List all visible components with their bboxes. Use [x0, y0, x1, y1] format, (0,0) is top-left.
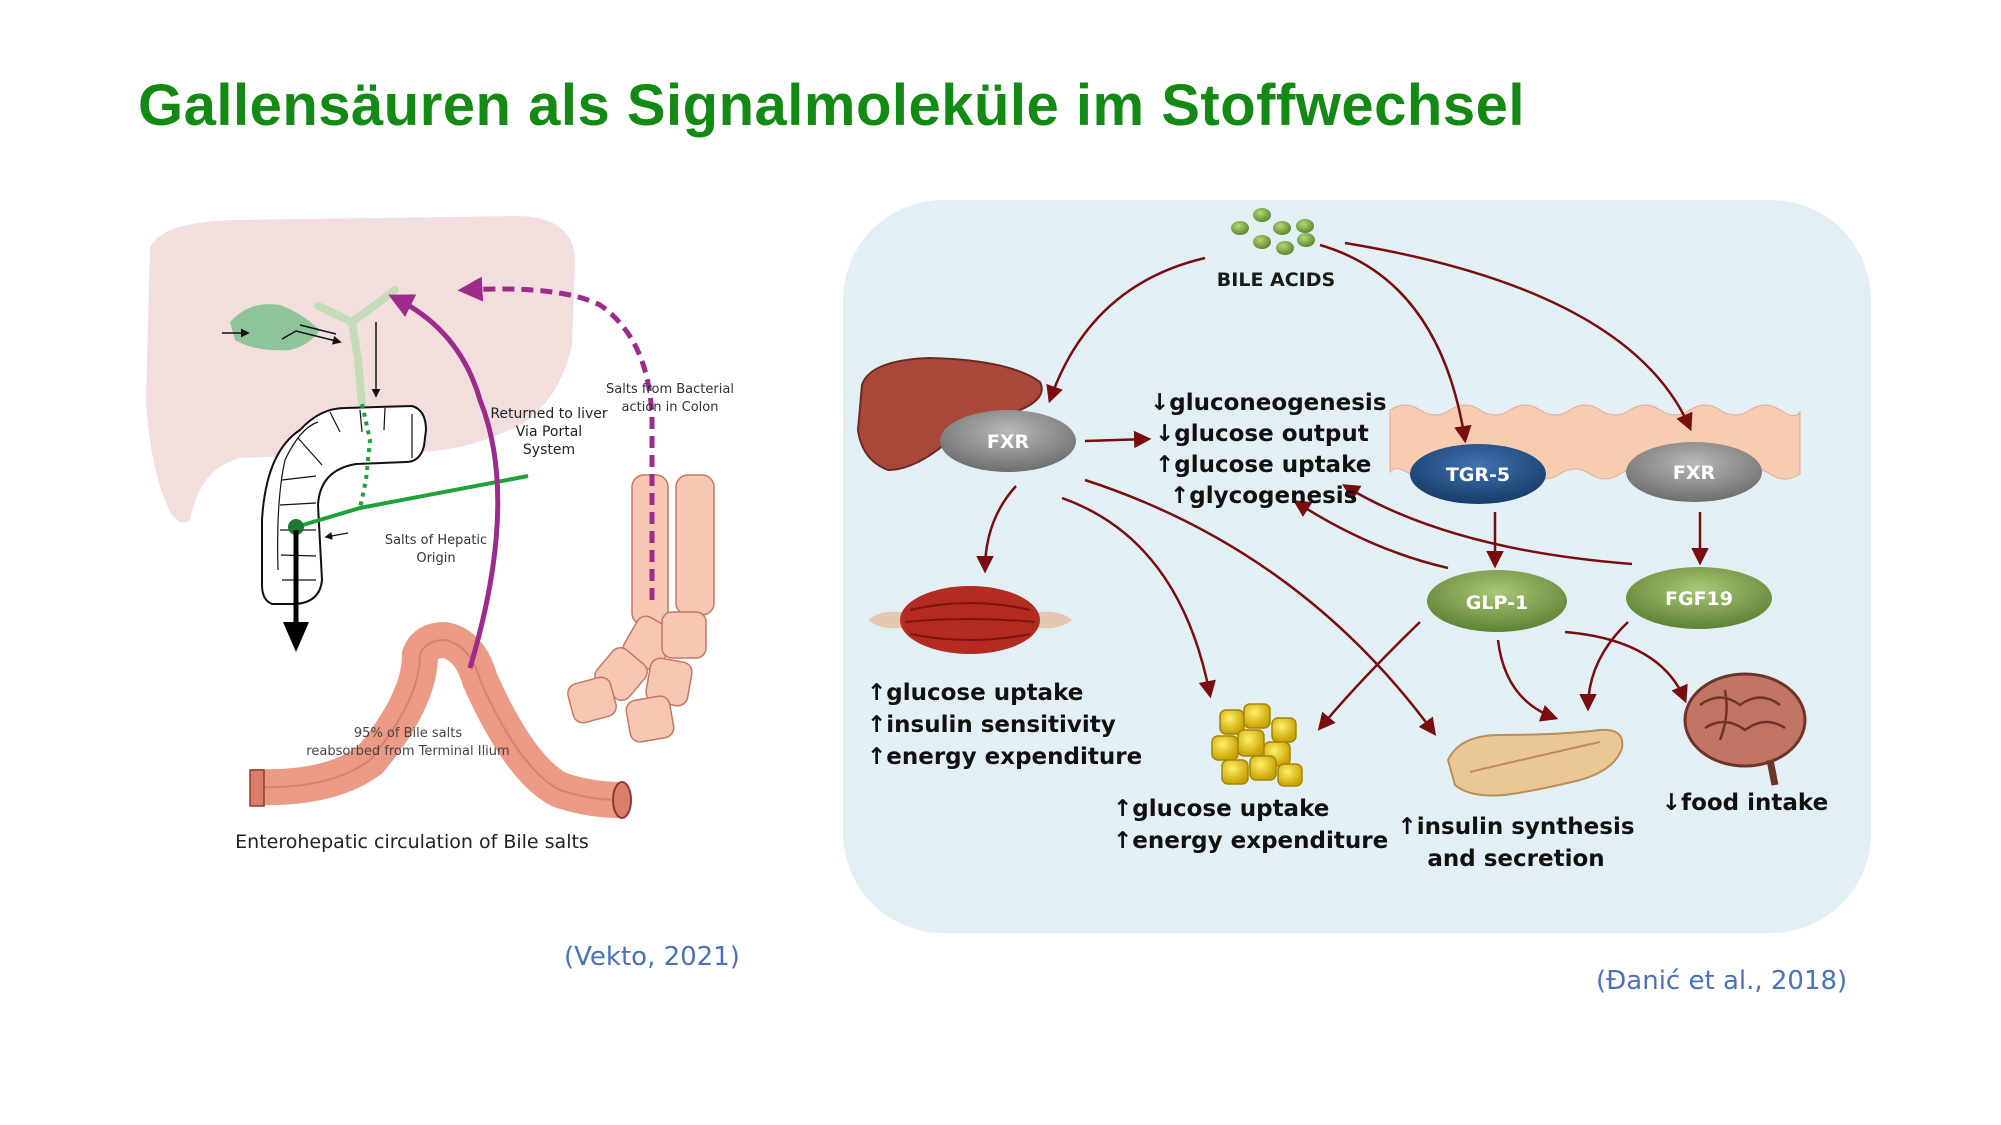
label-ileum-2: reabsorbed from Terminal Ilium	[306, 744, 509, 759]
label-bacterial-1: Salts from Bacterial	[606, 382, 734, 397]
muscle-effects: ↑glucose uptake ↑insulin sensitivity ↑en…	[867, 680, 1142, 770]
liver-icon	[856, 356, 1043, 472]
signaling-arrows	[976, 241, 1709, 736]
fxr-intestine-label: FXR	[1673, 462, 1716, 484]
muscle-effect-2: ↑insulin sensitivity	[867, 712, 1116, 738]
bile-acid-beads	[1231, 208, 1315, 255]
hepatic-salts-line	[295, 474, 529, 529]
bacterial-salts-arrow	[457, 276, 655, 600]
pancreas-effects: ↑insulin synthesis and secretion	[1397, 814, 1634, 872]
colon	[567, 474, 715, 743]
pancreas-effect-2: and secretion	[1427, 846, 1604, 872]
label-bacterial-2: action in Colon	[622, 400, 719, 415]
tgr5-node	[1410, 444, 1546, 504]
duodenum-folds	[279, 407, 386, 581]
slide-title: Gallensäuren als Signalmoleküle im Stoff…	[138, 73, 1525, 138]
tgr5-label: TGR-5	[1446, 464, 1510, 486]
adipose-effect-2: ↑energy expenditure	[1113, 828, 1388, 854]
adipose-icon	[1211, 703, 1303, 787]
muscle-icon	[868, 586, 1072, 654]
pancreas-effect-1: ↑insulin synthesis	[1397, 814, 1634, 840]
enterohepatic-figure: Returned to liver Via Portal System Salt…	[146, 216, 734, 853]
brain-icon	[1683, 672, 1807, 786]
fxr-intestine-node	[1626, 442, 1762, 502]
portal-return-arrow	[388, 294, 501, 669]
label-returned-1: Returned to liver	[490, 406, 608, 422]
muscle-effect-3: ↑energy expenditure	[867, 744, 1142, 770]
label-hepatic-2: Origin	[416, 551, 455, 566]
small-intestine	[251, 621, 621, 818]
liver-effects: ↓gluconeogenesis ↓glucose output ↑glucos…	[1150, 390, 1387, 509]
fgf19-node	[1626, 567, 1772, 629]
brain-effect: ↓food intake	[1662, 790, 1828, 816]
gall-bladder	[230, 304, 320, 351]
bile-acids-label: BILE ACIDS	[1217, 269, 1335, 291]
adipose-effect-1: ↑glucose uptake	[1113, 796, 1329, 822]
fgf19-label: FGF19	[1665, 588, 1733, 610]
glp1-node	[1427, 570, 1567, 632]
label-ileum-1: 95% of Bile salts	[354, 726, 462, 741]
liver-effect-4: ↑glycogenesis	[1170, 483, 1357, 509]
fxr-liver-label: FXR	[987, 431, 1030, 453]
glp1-label: GLP-1	[1466, 592, 1528, 614]
liver-effect-1: ↓gluconeogenesis	[1150, 390, 1387, 416]
adipose-effects: ↑glucose uptake ↑energy expenditure	[1113, 796, 1388, 854]
duodenum	[261, 404, 428, 605]
label-returned-3: System	[523, 442, 575, 458]
bile-acid-signaling-figure: BILE ACIDS	[843, 200, 1871, 933]
muscle-effect-1: ↑glucose uptake	[867, 680, 1083, 706]
figure-caption: Enterohepatic circulation of Bile salts	[235, 831, 589, 853]
fxr-liver-node	[940, 410, 1076, 472]
citation-left: (Vekto, 2021)	[564, 942, 740, 972]
label-hepatic-1: Salts of Hepatic	[385, 533, 487, 548]
label-returned-2: Via Portal	[516, 424, 582, 440]
citation-right: (Đanić et al., 2018)	[1596, 966, 1848, 996]
signaling-panel-background	[843, 200, 1871, 933]
liver-effect-2: ↓glucose output	[1155, 421, 1369, 447]
liver-effect-3: ↑glucose uptake	[1155, 452, 1371, 478]
